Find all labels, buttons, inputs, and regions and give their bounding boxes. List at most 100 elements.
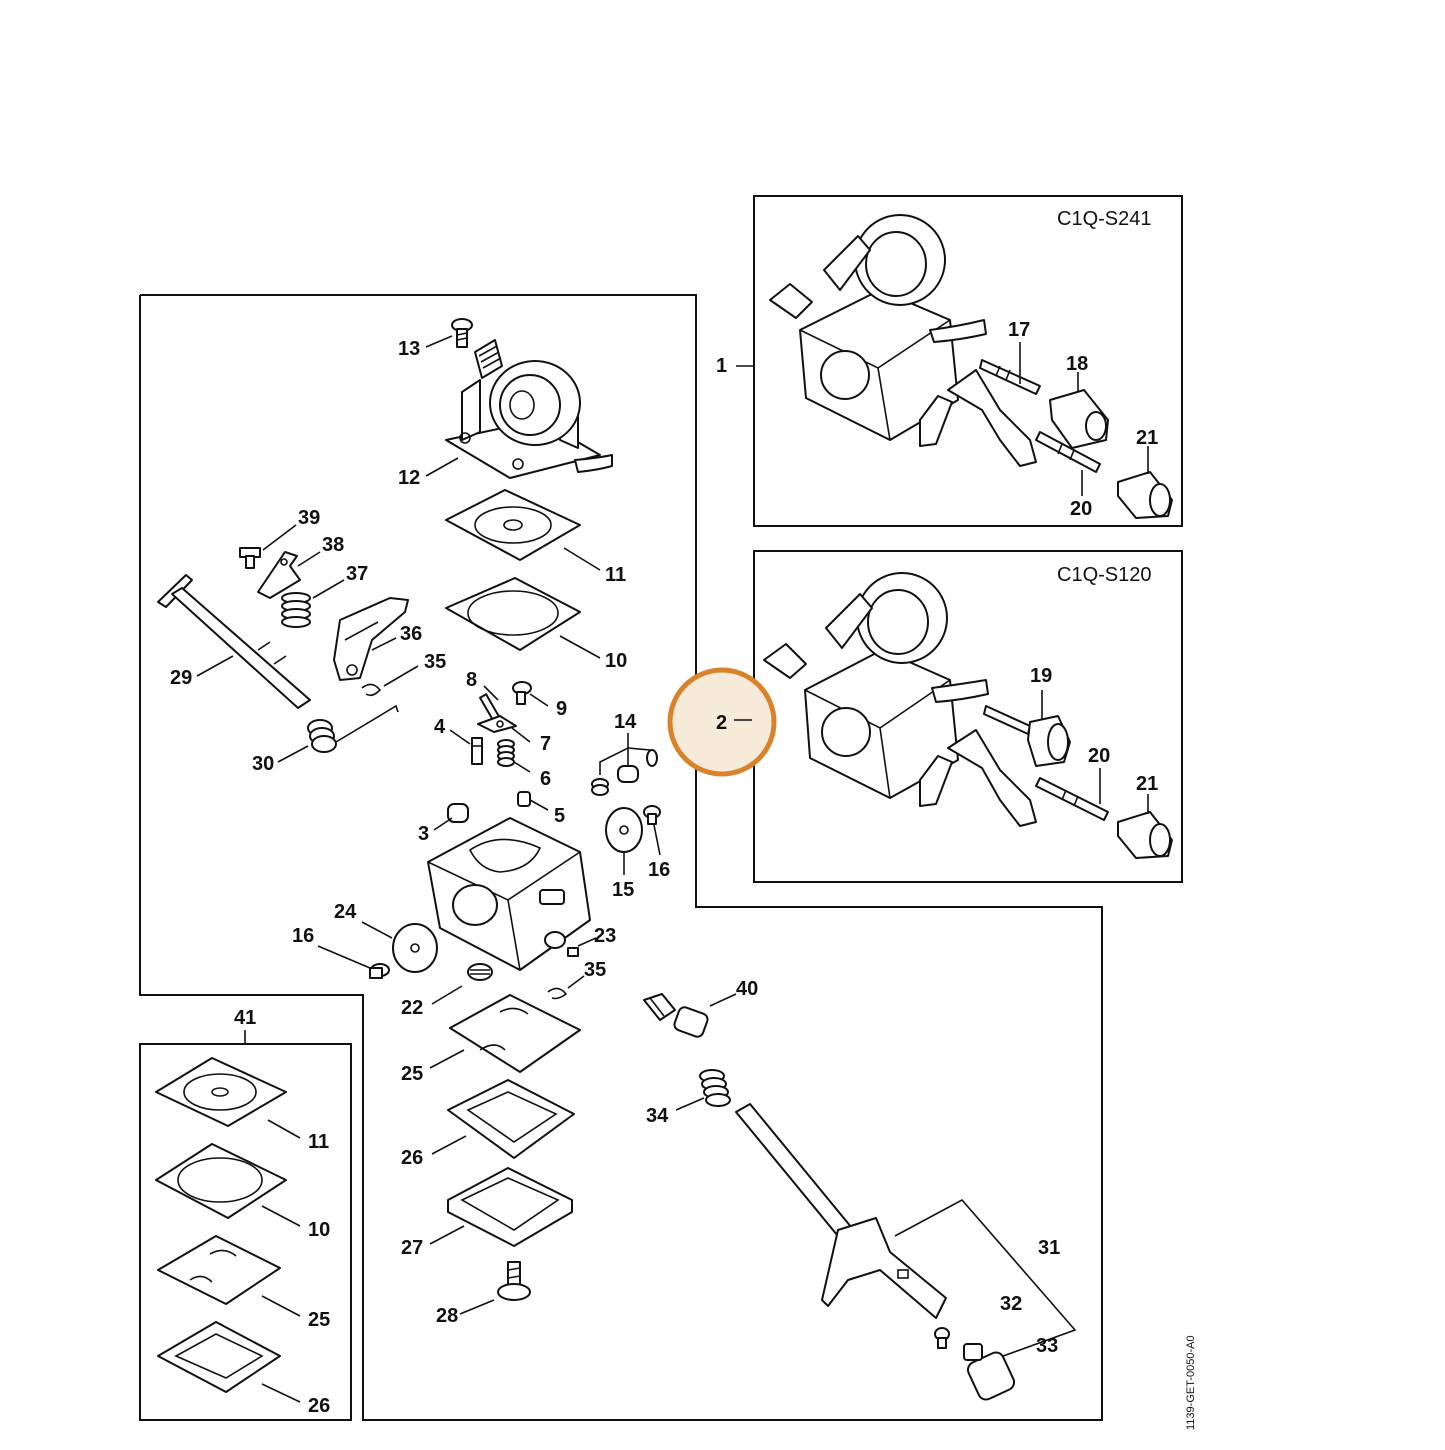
callout-20-a[interactable]: 20 bbox=[1070, 498, 1092, 520]
callout-36[interactable]: 36 bbox=[400, 623, 422, 645]
inset-part-20-needle-b bbox=[1035, 777, 1109, 821]
part-35-clip-a bbox=[361, 683, 382, 697]
kit-41-part-11 bbox=[155, 1057, 287, 1127]
part-33-knob bbox=[963, 1343, 1016, 1401]
part-11-diaphragm bbox=[445, 489, 581, 561]
callout-26[interactable]: 26 bbox=[401, 1147, 423, 1169]
callout-35-a[interactable]: 35 bbox=[424, 651, 446, 673]
part-16-screw-b bbox=[369, 963, 390, 979]
throttle-shaft bbox=[735, 1103, 947, 1319]
carburetor-body bbox=[427, 817, 591, 971]
callout-29[interactable]: 29 bbox=[170, 667, 192, 689]
callout-19[interactable]: 19 bbox=[1030, 665, 1052, 687]
callout-25[interactable]: 25 bbox=[401, 1063, 423, 1085]
callout-16-a[interactable]: 16 bbox=[648, 859, 670, 881]
part-25-diaphragm bbox=[449, 994, 581, 1073]
kit-41-part-10 bbox=[155, 1143, 287, 1219]
callout-31[interactable]: 31 bbox=[1038, 1237, 1060, 1259]
callout-11-kit[interactable]: 11 bbox=[308, 1131, 329, 1153]
part-34-spring bbox=[699, 1069, 731, 1107]
callout-32[interactable]: 32 bbox=[1000, 1293, 1022, 1315]
part-23-pin bbox=[567, 947, 579, 957]
part-24-disc bbox=[392, 923, 438, 973]
part-16-screw-a bbox=[643, 805, 661, 825]
callout-4[interactable]: 4 bbox=[434, 716, 446, 738]
inset-part-17-needle bbox=[979, 359, 1041, 395]
callout-12[interactable]: 12 bbox=[398, 467, 420, 489]
part-22-filter bbox=[467, 963, 493, 981]
part-15-disc bbox=[605, 807, 643, 853]
part-3-cap bbox=[447, 803, 469, 823]
callout-1[interactable]: 1 bbox=[716, 355, 727, 377]
part-7-lever bbox=[477, 715, 517, 733]
part-36-choke-lever bbox=[333, 597, 409, 681]
callout-10-kit[interactable]: 10 bbox=[308, 1219, 330, 1241]
inset-part-21-cap-a bbox=[1117, 471, 1173, 519]
callout-25-kit[interactable]: 25 bbox=[308, 1309, 330, 1331]
inset-c1q-s241-title: C1Q-S241 bbox=[1057, 208, 1152, 230]
inset-c1q-s241-carb bbox=[769, 214, 1037, 467]
kit-41-part-25 bbox=[157, 1235, 281, 1305]
part-12-throttle-housing bbox=[445, 339, 613, 479]
part-26-gasket bbox=[447, 1079, 575, 1159]
inset-c1q-s120-carb bbox=[763, 572, 1037, 827]
callout-9[interactable]: 9 bbox=[556, 698, 567, 720]
callout-23[interactable]: 23 bbox=[594, 925, 616, 947]
callout-27[interactable]: 27 bbox=[401, 1237, 423, 1259]
callout-26-kit[interactable]: 26 bbox=[308, 1395, 330, 1417]
callout-40[interactable]: 40 bbox=[736, 978, 758, 1000]
callout-22[interactable]: 22 bbox=[401, 997, 423, 1019]
callout-21-b[interactable]: 21 bbox=[1136, 773, 1158, 795]
part-14-needle-set bbox=[591, 749, 658, 796]
callout-5[interactable]: 5 bbox=[554, 805, 565, 827]
part-13-screw bbox=[451, 318, 473, 348]
part-29-choke-shaft bbox=[157, 574, 311, 709]
callout-16-b[interactable]: 16 bbox=[292, 925, 314, 947]
callout-34[interactable]: 34 bbox=[646, 1105, 669, 1127]
callout-10[interactable]: 10 bbox=[605, 650, 627, 672]
callout-3[interactable]: 3 bbox=[418, 823, 429, 845]
callout-7[interactable]: 7 bbox=[540, 733, 551, 755]
inset-part-20-needle-a bbox=[1035, 431, 1101, 473]
callout-6[interactable]: 6 bbox=[540, 768, 551, 790]
callout-8[interactable]: 8 bbox=[466, 669, 477, 691]
callout-41[interactable]: 41 bbox=[234, 1007, 256, 1029]
highlight-label[interactable]: 2 bbox=[716, 712, 727, 734]
inset-c1q-s241-frame bbox=[753, 195, 1183, 527]
part-6-spring bbox=[497, 739, 515, 767]
callout-30[interactable]: 30 bbox=[252, 753, 274, 775]
part-27-cover bbox=[447, 1167, 573, 1247]
inset-part-21-cap-b bbox=[1117, 811, 1173, 859]
highlight-circle[interactable] bbox=[667, 667, 777, 777]
callout-18[interactable]: 18 bbox=[1066, 353, 1088, 375]
callout-11[interactable]: 11 bbox=[605, 564, 626, 586]
callout-28[interactable]: 28 bbox=[436, 1305, 458, 1327]
callout-21-a[interactable]: 21 bbox=[1136, 427, 1158, 449]
callout-15[interactable]: 15 bbox=[612, 879, 634, 901]
inset-c1q-s120-title: C1Q-S120 bbox=[1057, 564, 1152, 586]
callout-20-b[interactable]: 20 bbox=[1088, 745, 1110, 767]
part-9-screw bbox=[512, 681, 532, 705]
callout-37[interactable]: 37 bbox=[346, 563, 368, 585]
callout-38[interactable]: 38 bbox=[322, 534, 344, 556]
callout-14[interactable]: 14 bbox=[614, 711, 637, 733]
part-40-adjuster bbox=[643, 993, 709, 1038]
callout-17[interactable]: 17 bbox=[1008, 319, 1030, 341]
inset-part-19-cap bbox=[983, 705, 1071, 767]
part-28-screw bbox=[497, 1261, 531, 1301]
callout-33[interactable]: 33 bbox=[1036, 1335, 1058, 1357]
part-4-needle bbox=[471, 737, 483, 765]
callout-24[interactable]: 24 bbox=[334, 901, 357, 923]
part-35-clip-b bbox=[547, 987, 568, 1000]
callout-39[interactable]: 39 bbox=[298, 507, 320, 529]
part-39-screw bbox=[239, 547, 261, 569]
part-10-gasket bbox=[445, 577, 581, 651]
callout-13[interactable]: 13 bbox=[398, 338, 420, 360]
main-frame bbox=[139, 294, 1103, 1421]
part-38-lever bbox=[257, 551, 301, 599]
part-5-plug bbox=[517, 791, 531, 807]
part-37-spring bbox=[281, 592, 311, 628]
part-32-screw bbox=[934, 1327, 950, 1349]
callout-35-b[interactable]: 35 bbox=[584, 959, 606, 981]
